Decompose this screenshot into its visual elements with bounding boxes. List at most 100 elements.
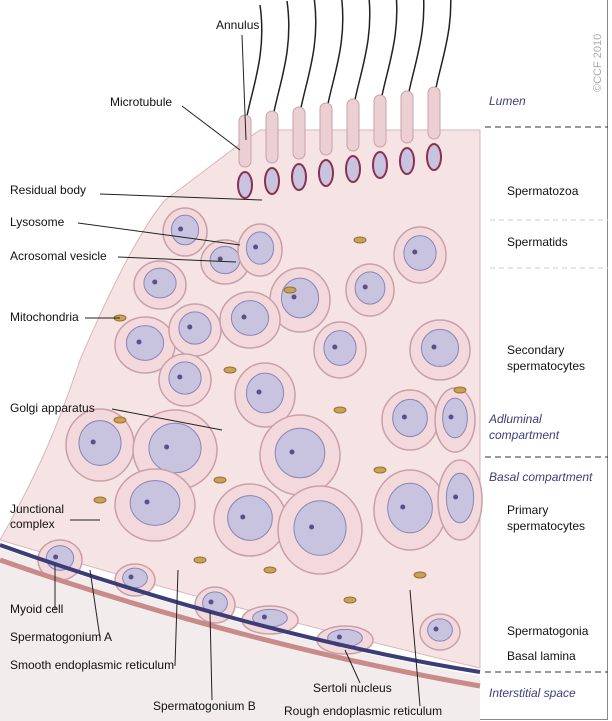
mitochondrion — [113, 416, 127, 424]
nucleus — [245, 231, 275, 265]
stage-spermatogonia: Spermatogonia — [507, 624, 589, 638]
chromatin — [208, 599, 214, 605]
nucleus — [143, 267, 177, 299]
sperm-midpiece — [319, 102, 333, 156]
label-smooth-er: Smooth endoplasmic reticulum — [10, 658, 175, 672]
label-acrosomal-vesicle: Acrosomal vesicle — [10, 249, 107, 263]
chromatin — [448, 414, 454, 420]
nucleus — [442, 397, 468, 439]
sperm-midpiece — [373, 94, 387, 148]
label-spermatogonium-b: Spermatogonium B — [153, 699, 256, 713]
chromatin — [400, 504, 406, 510]
chromatin — [336, 634, 342, 640]
nucleus — [387, 482, 433, 534]
mitochondrion — [93, 496, 107, 504]
chromatin — [144, 499, 150, 505]
chromatin — [136, 339, 142, 345]
basal-lamina — [0, 543, 481, 674]
zone-basal: Basal compartment — [489, 470, 593, 484]
sperm-head — [264, 167, 280, 195]
chromatin — [362, 284, 368, 290]
chromatin — [178, 226, 184, 232]
stage-spermatozoa: Spermatozoa — [507, 184, 579, 198]
nucleus — [168, 361, 202, 395]
mitochondrion — [373, 466, 387, 474]
chromatin — [431, 344, 437, 350]
nucleus — [392, 398, 428, 438]
nucleus — [274, 427, 326, 479]
mitochondrion — [333, 406, 347, 414]
nucleus — [122, 567, 148, 589]
nucleus — [403, 235, 437, 271]
nucleus — [209, 245, 241, 275]
mitochondrion — [353, 236, 367, 244]
nucleus — [125, 325, 165, 361]
stage-spermatids: Spermatids — [507, 235, 568, 249]
label-junctional-complex-line1: Junctional — [10, 502, 65, 516]
sperm-head — [291, 163, 307, 191]
label-lysosome: Lysosome — [10, 215, 65, 229]
chromatin — [241, 314, 247, 320]
nucleus — [148, 422, 202, 474]
mitochondrion — [213, 476, 227, 484]
sperm-head — [345, 155, 361, 183]
nucleus — [230, 300, 270, 336]
label-golgi-apparatus: Golgi apparatus — [10, 401, 95, 415]
chromatin — [256, 389, 262, 395]
mitochondrion — [283, 286, 297, 294]
nucleus — [78, 420, 122, 466]
chromatin — [164, 444, 170, 450]
nucleus — [227, 495, 273, 541]
chromatin — [412, 249, 418, 255]
sperm-midpiece — [265, 110, 279, 164]
stage-primary-line2: spermatocytes — [507, 519, 586, 533]
sperm-midpiece — [346, 98, 360, 152]
chromatin — [289, 449, 295, 455]
nucleus — [129, 480, 181, 526]
zone-dividers — [485, 126, 608, 673]
chromatin — [177, 374, 183, 380]
sperm-head — [237, 171, 253, 199]
stage-secondary-line1: Secondary — [507, 343, 565, 357]
mitochondrion — [413, 571, 427, 579]
chromatin — [152, 279, 158, 285]
label-spermatogonium-a: Spermatogonium A — [10, 630, 113, 644]
mitochondrion — [263, 566, 277, 574]
zone-adluminal-line1: Adluminal — [489, 412, 542, 426]
chromatin — [453, 494, 459, 500]
label-microtubule: Microtubule — [110, 95, 173, 109]
chromatin — [309, 524, 315, 530]
nucleus — [420, 328, 460, 368]
zone-interstitial: Interstitial space — [489, 686, 576, 700]
chromatin — [261, 614, 267, 620]
nucleus — [178, 311, 212, 345]
chromatin — [332, 344, 338, 350]
nucleus — [427, 618, 453, 642]
stage-primary-line1: Primary — [507, 503, 549, 517]
label-sertoli-nucleus: Sertoli nucleus — [313, 681, 392, 695]
nucleus — [445, 472, 475, 524]
label-mitochondria: Mitochondria — [10, 310, 79, 324]
stage-basal-lamina: Basal lamina — [507, 649, 576, 663]
nucleus — [323, 330, 357, 366]
mitochondrion — [193, 556, 207, 564]
nucleus — [170, 214, 200, 246]
label-annulus: Annulus — [216, 18, 260, 32]
sperm-head — [426, 143, 442, 171]
chromatin — [128, 574, 134, 580]
sperm-head — [372, 151, 388, 179]
chromatin — [433, 626, 439, 632]
mitochondrion — [453, 386, 467, 394]
label-junctional-complex-line2: complex — [10, 517, 55, 531]
chromatin — [90, 439, 96, 445]
nucleus — [280, 277, 320, 319]
sperm-head — [399, 147, 415, 175]
sperm-midpiece — [292, 106, 306, 160]
chromatin — [217, 256, 223, 262]
mitochondrion — [223, 366, 237, 374]
zone-lumen: Lumen — [489, 94, 526, 108]
chromatin — [240, 514, 246, 520]
zone-adluminal-line2: compartment — [489, 428, 560, 442]
leader-lines — [54, 34, 421, 707]
nucleus — [245, 372, 285, 414]
